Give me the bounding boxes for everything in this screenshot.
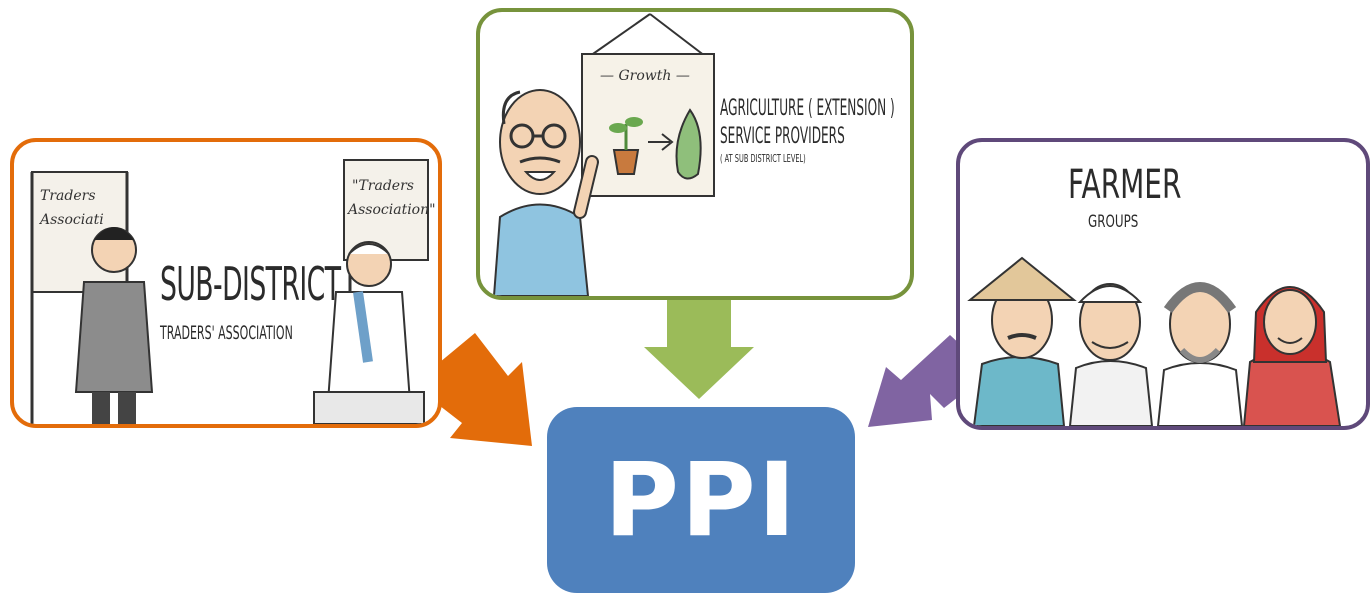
arrow-traders-to-ppi	[422, 333, 532, 446]
extension-line-1: AGRICULTURE ( EXTENSION )	[720, 96, 895, 121]
traders-association-panel: Traders Associati "Traders Association" …	[10, 138, 442, 428]
traders-subtitle: TRADERS' ASSOCIATION	[160, 322, 293, 344]
farmers-illustration	[967, 256, 1342, 426]
left-sign-line-1: Traders	[40, 188, 96, 204]
extension-illustration	[492, 13, 715, 296]
ppi-label: PPI	[604, 440, 798, 560]
right-sign-line-2: Association"	[348, 202, 436, 218]
farmer-subtitle: GROUPS	[1088, 212, 1139, 232]
ppi-center-box: PPI	[547, 407, 855, 593]
extension-providers-panel: — Growth — AGRICULTURE ( EXTENSION ) SER…	[476, 8, 914, 300]
farmer-title: FARMER	[1068, 162, 1182, 208]
traders-illustration	[30, 159, 429, 424]
growth-sign-text: — Growth —	[600, 68, 690, 84]
extension-line-3: ( AT SUB DISTRICT LEVEL)	[720, 152, 806, 165]
left-sign-line-2: Associati	[40, 212, 104, 228]
extension-line-2: SERVICE PROVIDERS	[720, 124, 845, 149]
farmer-groups-panel: FARMER GROUPS	[956, 138, 1370, 430]
arrow-extension-to-ppi	[644, 300, 754, 399]
traders-title: SUB-DISTRICT	[160, 257, 341, 311]
right-sign-line-1: "Traders	[352, 178, 414, 194]
